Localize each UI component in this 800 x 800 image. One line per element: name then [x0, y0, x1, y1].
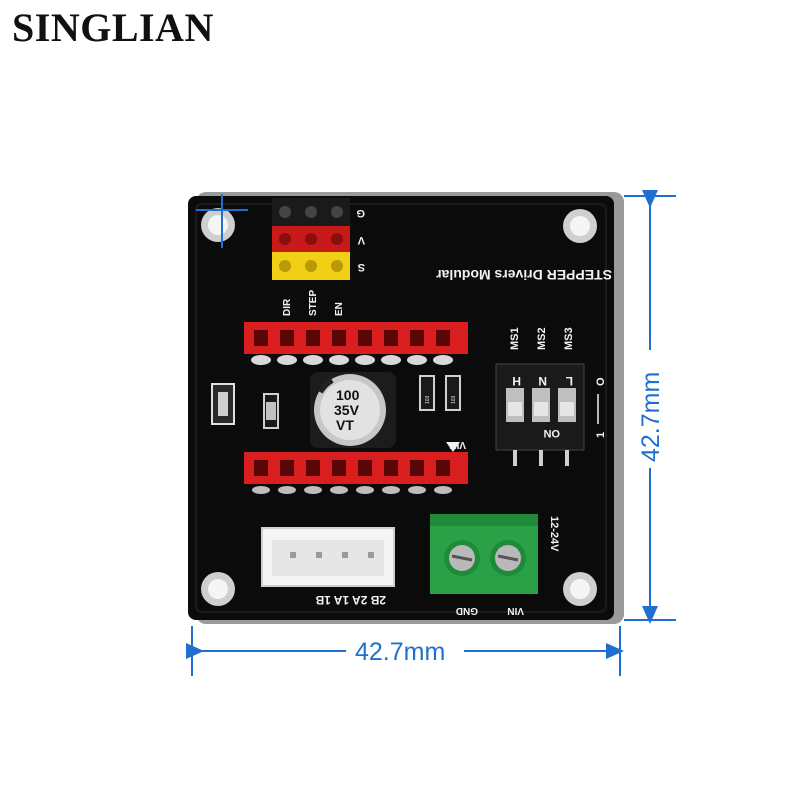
motor-connector [261, 527, 395, 587]
dip-switch [495, 363, 585, 466]
mounting-hole [563, 572, 597, 606]
smd-capacitor [211, 383, 235, 425]
width-dimension-label: 42.7mm [355, 638, 445, 666]
female-header-bottom [244, 452, 468, 494]
header-label-s: S [358, 261, 365, 273]
dip-label-ms3: MS3 [563, 327, 575, 350]
height-dimension [624, 190, 676, 624]
mounting-hole [201, 208, 235, 242]
dip-state-1: 1 [595, 432, 607, 438]
electrolytic-capacitor [310, 372, 396, 448]
smd-resistor [445, 375, 461, 411]
capacitor-voltage: 35V [334, 402, 360, 418]
pin-label-en: EN [334, 302, 345, 316]
capacitor-value: 100 [336, 387, 360, 403]
screw-terminal [430, 514, 538, 594]
vin-arrow-icon [446, 442, 460, 452]
female-header-top [244, 322, 468, 365]
dip-letter-n: N [538, 374, 547, 388]
capacitor-series: VT [336, 417, 354, 433]
mounting-hole [563, 209, 597, 243]
dip-label-ms2: MS2 [536, 327, 548, 350]
dip-state-o: O [595, 377, 607, 386]
mounting-hole [201, 572, 235, 606]
motor-pin-labels: 2B 2A 1A 1B [315, 593, 386, 607]
smd-resistor [263, 393, 279, 429]
terminal-label-vin: VIN [507, 605, 524, 616]
width-dimension [186, 626, 624, 676]
header-label-v: V [357, 234, 365, 246]
board-title: STEPPER Drivers Modular [436, 267, 612, 283]
dip-label-ms1: MS1 [509, 327, 521, 350]
height-dimension-label: 42.7mm [637, 372, 665, 462]
pin-label-dir: DIR [282, 298, 293, 316]
dip-state-on: ON [543, 427, 560, 439]
pin-header [272, 198, 350, 280]
brand-logo: SINGLIAN [12, 5, 214, 50]
header-label-g: G [356, 207, 365, 219]
alignment-mark-icon [196, 194, 248, 248]
terminal-voltage-label: 12-24V [548, 516, 560, 552]
smd-resistor [419, 375, 435, 411]
resistor-code: 103 [425, 395, 431, 404]
terminal-label-gnd: GND [456, 605, 478, 616]
dip-letter-l: L [566, 374, 573, 388]
dip-letter-h: H [512, 374, 521, 388]
resistor-code: 103 [451, 395, 457, 404]
pin-label-step: STEP [308, 290, 319, 316]
